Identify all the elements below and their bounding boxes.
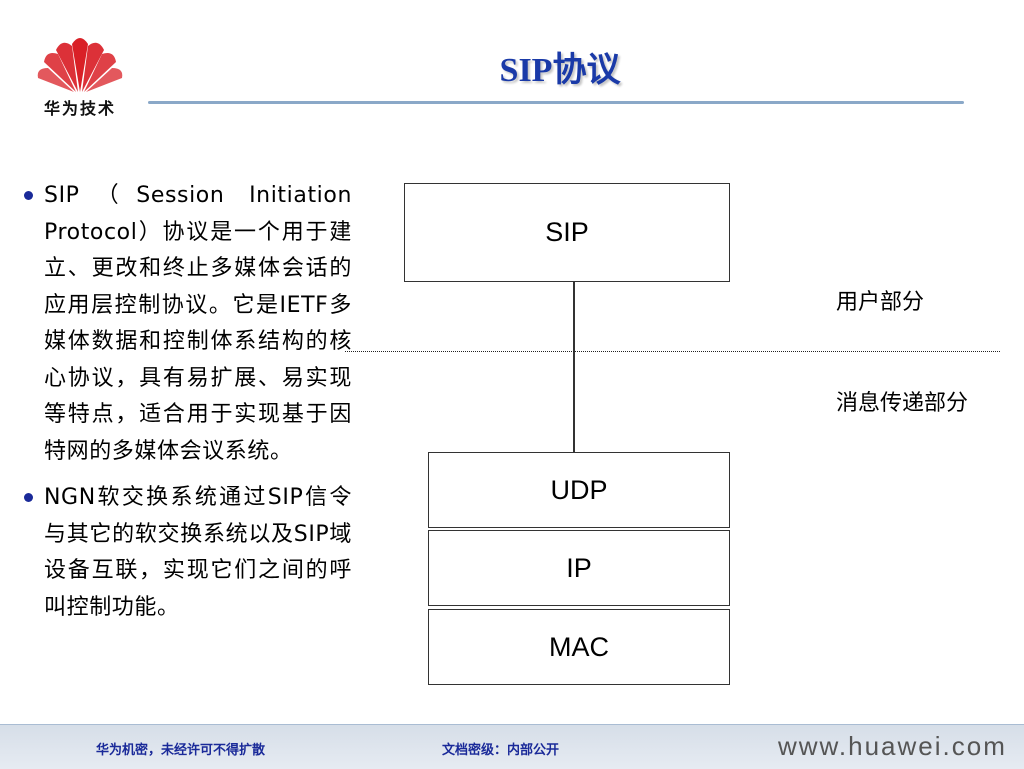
region-divider-line — [345, 351, 1000, 352]
layer-box-udp: UDP — [428, 452, 730, 528]
bullet-sip-definition: SIP（Session Initiation Protocol）协议是一个用于建… — [22, 178, 352, 470]
region-label-message: 消息传递部分 — [836, 391, 969, 416]
bullet-ngn-interconnect: NGN软交换系统通过SIP信令与其它的软交换系统以及SIP域设备互联，实现它们之… — [22, 480, 352, 626]
layer-box-ip: IP — [428, 530, 730, 606]
layer-connector-line — [573, 282, 575, 452]
page-title: SIP协议 — [499, 52, 621, 89]
footer-confidential: 华为机密，未经许可不得扩散 — [96, 743, 266, 758]
title-underline — [148, 101, 964, 104]
layer-box-sip: SIP — [404, 183, 730, 282]
huawei-petals-icon — [37, 38, 123, 92]
footer-bar: 华为机密，未经许可不得扩散 文档密级：内部公开 www.huawei.com — [0, 724, 1024, 769]
huawei-logo: 华为技术 — [30, 22, 130, 122]
region-label-user: 用户部分 — [836, 290, 925, 315]
footer-url: www.huawei.com — [778, 731, 1007, 761]
bullet-list: SIP（Session Initiation Protocol）协议是一个用于建… — [22, 178, 352, 636]
layer-box-mac: MAC — [428, 609, 730, 685]
footer-classification: 文档密级：内部公开 — [442, 743, 560, 758]
logo-text: 华为技术 — [43, 99, 116, 118]
